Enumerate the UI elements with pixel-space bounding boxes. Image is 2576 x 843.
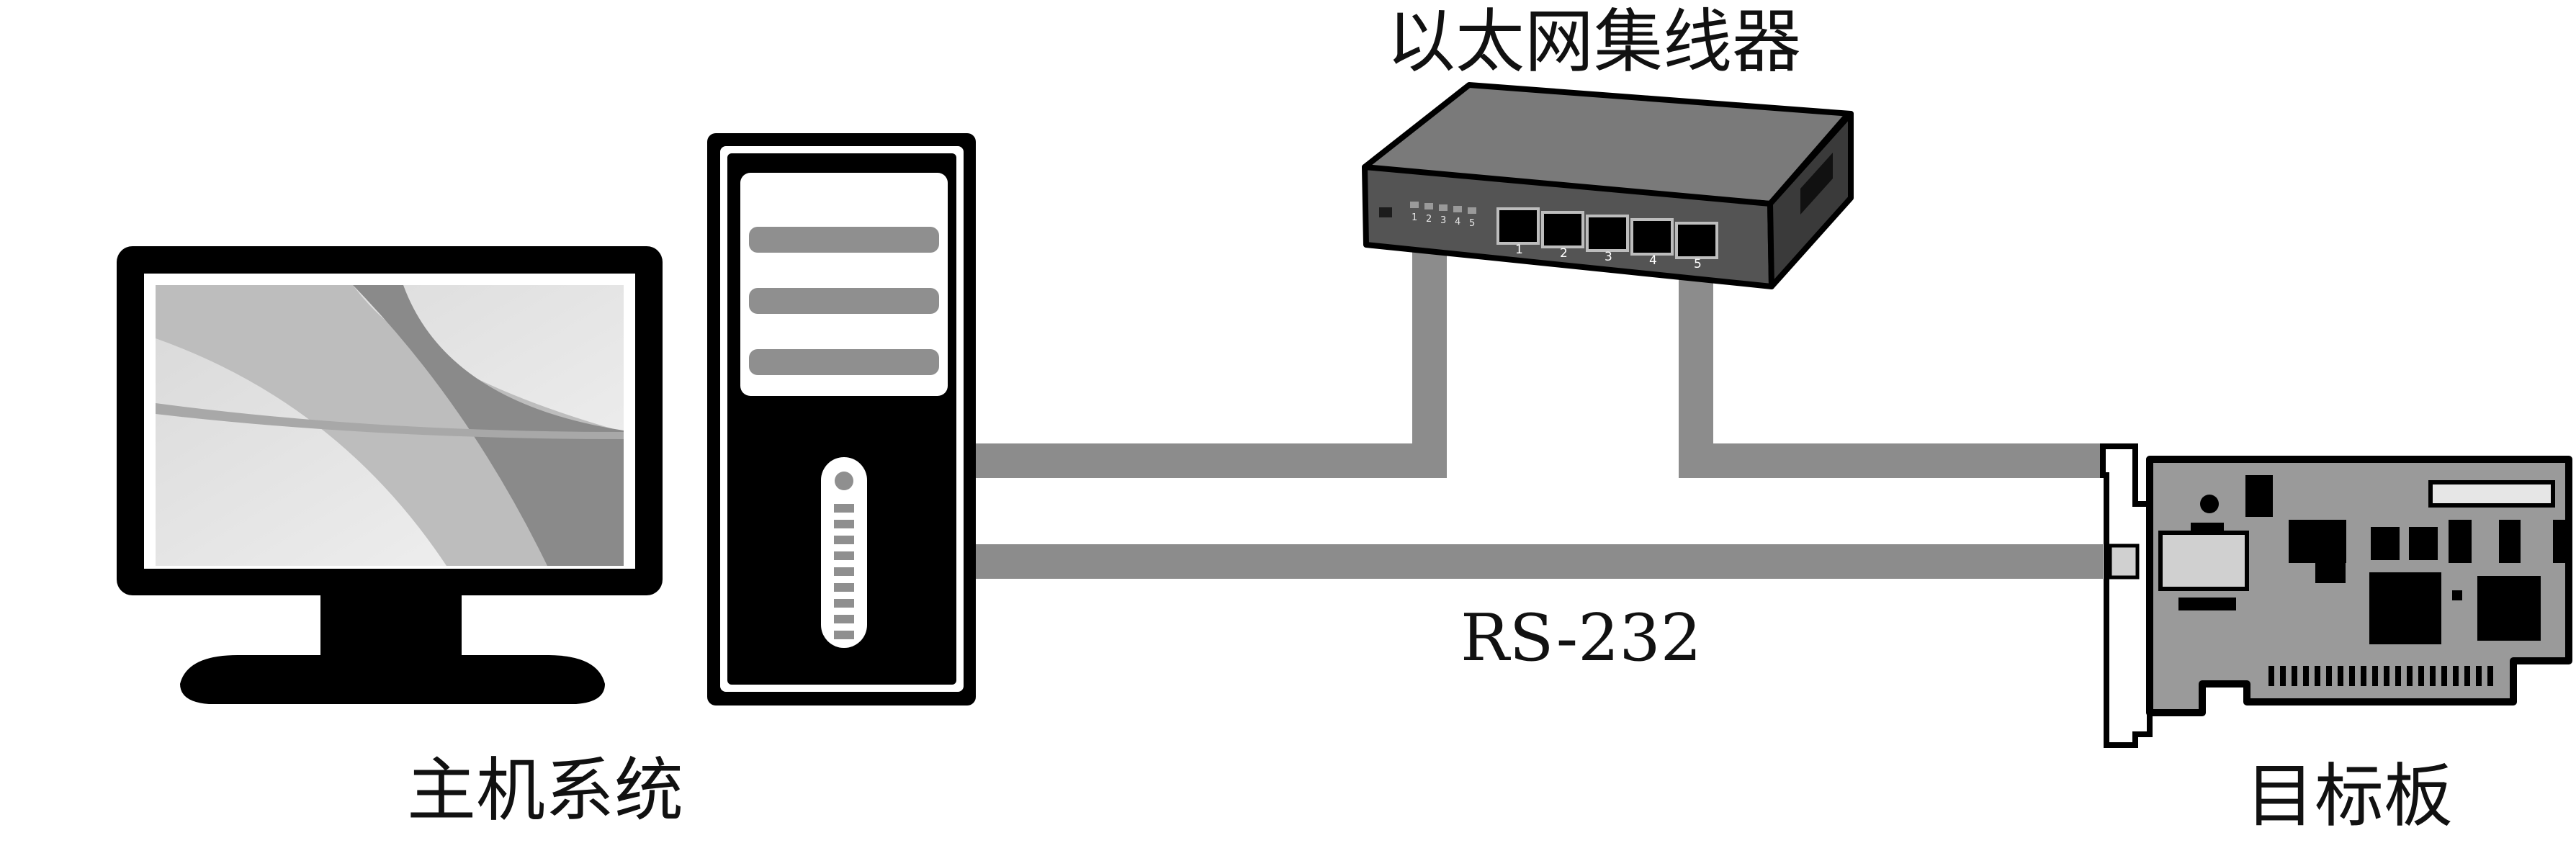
hub-port-number: 1	[1515, 243, 1523, 257]
hub-led-number: 2	[1426, 214, 1432, 225]
hub-label: 以太网集线器	[1386, 1, 1801, 82]
monitor-neck	[320, 595, 462, 657]
hub-port-3	[1586, 215, 1629, 252]
hub-port-1	[1496, 207, 1540, 245]
hub-led-number: 5	[1469, 218, 1475, 229]
monitor-base	[180, 655, 605, 704]
target-board	[2100, 443, 2572, 748]
hub-led-number: 1	[1412, 212, 1417, 223]
hub-power-indicator	[1379, 207, 1392, 217]
power-led-icon	[835, 472, 853, 490]
ethernet-hub: 1 2 3 4 5 1 2 3 4 5	[1362, 82, 1854, 289]
hub-port-number: 2	[1560, 246, 1568, 261]
edge-connector	[2268, 666, 2493, 686]
serial-port-icon	[2108, 544, 2140, 580]
hub-port-number: 5	[1694, 257, 1702, 271]
target-board-label: 目标板	[2245, 756, 2453, 837]
drive-bay-1	[749, 227, 939, 253]
ethernet-cable-hub-to-board	[1679, 245, 2103, 478]
hub-port-number: 4	[1649, 253, 1657, 268]
monitor	[117, 246, 663, 704]
drive-bay-3	[749, 349, 939, 375]
hub-port-2	[1541, 211, 1584, 248]
ethernet-cable-host-to-hub	[976, 245, 1447, 478]
hub-led-number: 3	[1440, 215, 1446, 226]
hub-port-number: 3	[1605, 250, 1612, 264]
rs232-label: RS-232	[1460, 600, 1702, 676]
hub-led-number: 4	[1455, 217, 1460, 227]
hub-status-leds	[1410, 202, 1476, 214]
hub-ports	[1496, 207, 1718, 259]
tower-pc	[707, 133, 976, 705]
hub-port-5	[1675, 222, 1718, 259]
drive-bay-2	[749, 288, 939, 314]
host-system-label: 主机系统	[407, 750, 683, 831]
vent-slots	[834, 504, 854, 639]
hub-port-4	[1630, 218, 1674, 256]
